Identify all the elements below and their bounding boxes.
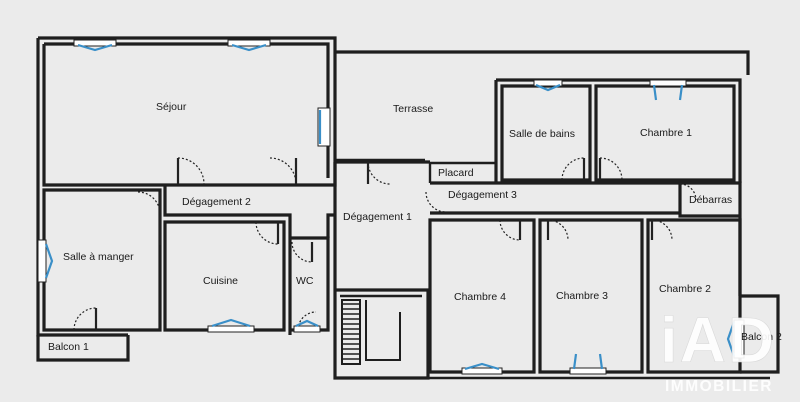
label-chambre-3: Chambre 3 [556,290,608,302]
label-salle-a-manger: Salle à manger [63,251,134,263]
room-labels: Séjour Terrasse Salle de bains Chambre 1… [48,101,782,353]
label-degagement-2: Dégagement 2 [182,196,251,208]
label-terrasse: Terrasse [393,103,433,115]
label-degagement-3: Dégagement 3 [448,189,517,201]
label-degagement-1: Dégagement 1 [343,211,412,223]
label-sejour: Séjour [156,101,187,113]
label-balcon-2: Balcon 2 [741,331,782,343]
label-placard: Placard [438,167,474,179]
iad-logo-text: iAD [660,304,776,376]
label-salle-de-bains: Salle de bains [509,128,575,140]
label-wc: WC [296,275,314,287]
iad-tagline: IMMOBILIER [665,378,773,395]
label-chambre-1: Chambre 1 [640,127,692,139]
doors [73,157,697,331]
label-chambre-2: Chambre 2 [659,283,711,295]
label-balcon-1: Balcon 1 [48,341,89,353]
label-chambre-4: Chambre 4 [454,291,506,303]
staircase [341,299,401,365]
iad-logo: iAD IMMOBILIER [660,304,776,395]
walls [36,36,780,380]
label-debarras: Débarras [689,194,732,206]
windows [37,39,745,375]
label-cuisine: Cuisine [203,275,238,287]
